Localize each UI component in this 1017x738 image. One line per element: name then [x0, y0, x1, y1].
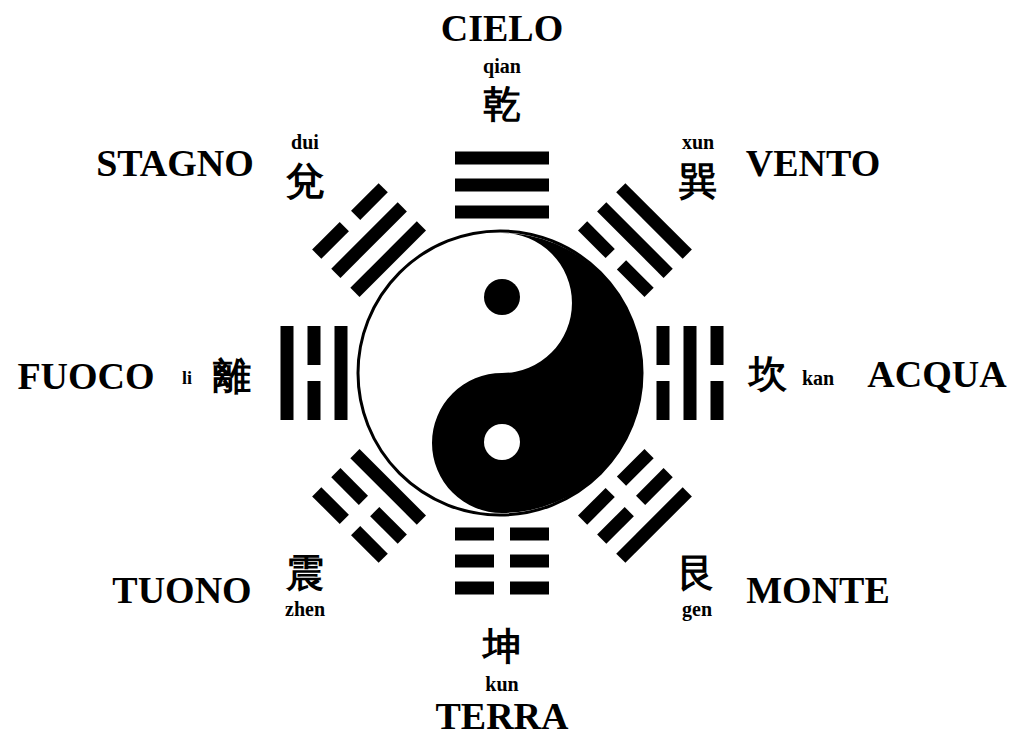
- hanzi: 巽: [679, 162, 717, 200]
- pinyin: zhen: [285, 599, 325, 619]
- trigram-name: VENTO: [746, 144, 880, 182]
- trigram-name: CIELO: [441, 9, 563, 47]
- hanzi: 震: [286, 554, 324, 592]
- hanzi: 艮: [678, 554, 716, 592]
- hanzi: 坤: [483, 627, 521, 665]
- yin-yang: [358, 231, 642, 515]
- pinyin: li: [182, 369, 192, 387]
- yin-yang-outline: [358, 231, 642, 515]
- trigram-name: ACQUA: [867, 355, 1006, 393]
- pinyin: kan: [802, 368, 834, 388]
- yin-dot: [484, 279, 520, 315]
- yang-dot: [484, 424, 520, 460]
- trigram-kun: [455, 528, 549, 595]
- pinyin: gen: [682, 599, 712, 619]
- trigram-kan: [657, 326, 724, 420]
- trigrams: [281, 152, 724, 595]
- hanzi: 兌: [286, 162, 324, 200]
- pinyin: dui: [291, 132, 319, 152]
- trigram-name: MONTE: [746, 571, 890, 609]
- trigram-name: FUOCO: [17, 357, 154, 395]
- trigram-li: [281, 326, 348, 420]
- trigram-name: STAGNO: [96, 144, 254, 182]
- trigram-qian: [455, 152, 549, 219]
- hanzi: 坎: [749, 355, 787, 393]
- pinyin: qian: [483, 56, 521, 76]
- hanzi: 離: [213, 357, 251, 395]
- yin-half: [432, 233, 642, 513]
- hanzi: 乾: [483, 85, 521, 123]
- pinyin: kun: [485, 674, 518, 694]
- trigram-name: TUONO: [112, 571, 251, 609]
- pinyin: xun: [682, 132, 714, 152]
- trigram-name: TERRA: [435, 697, 568, 735]
